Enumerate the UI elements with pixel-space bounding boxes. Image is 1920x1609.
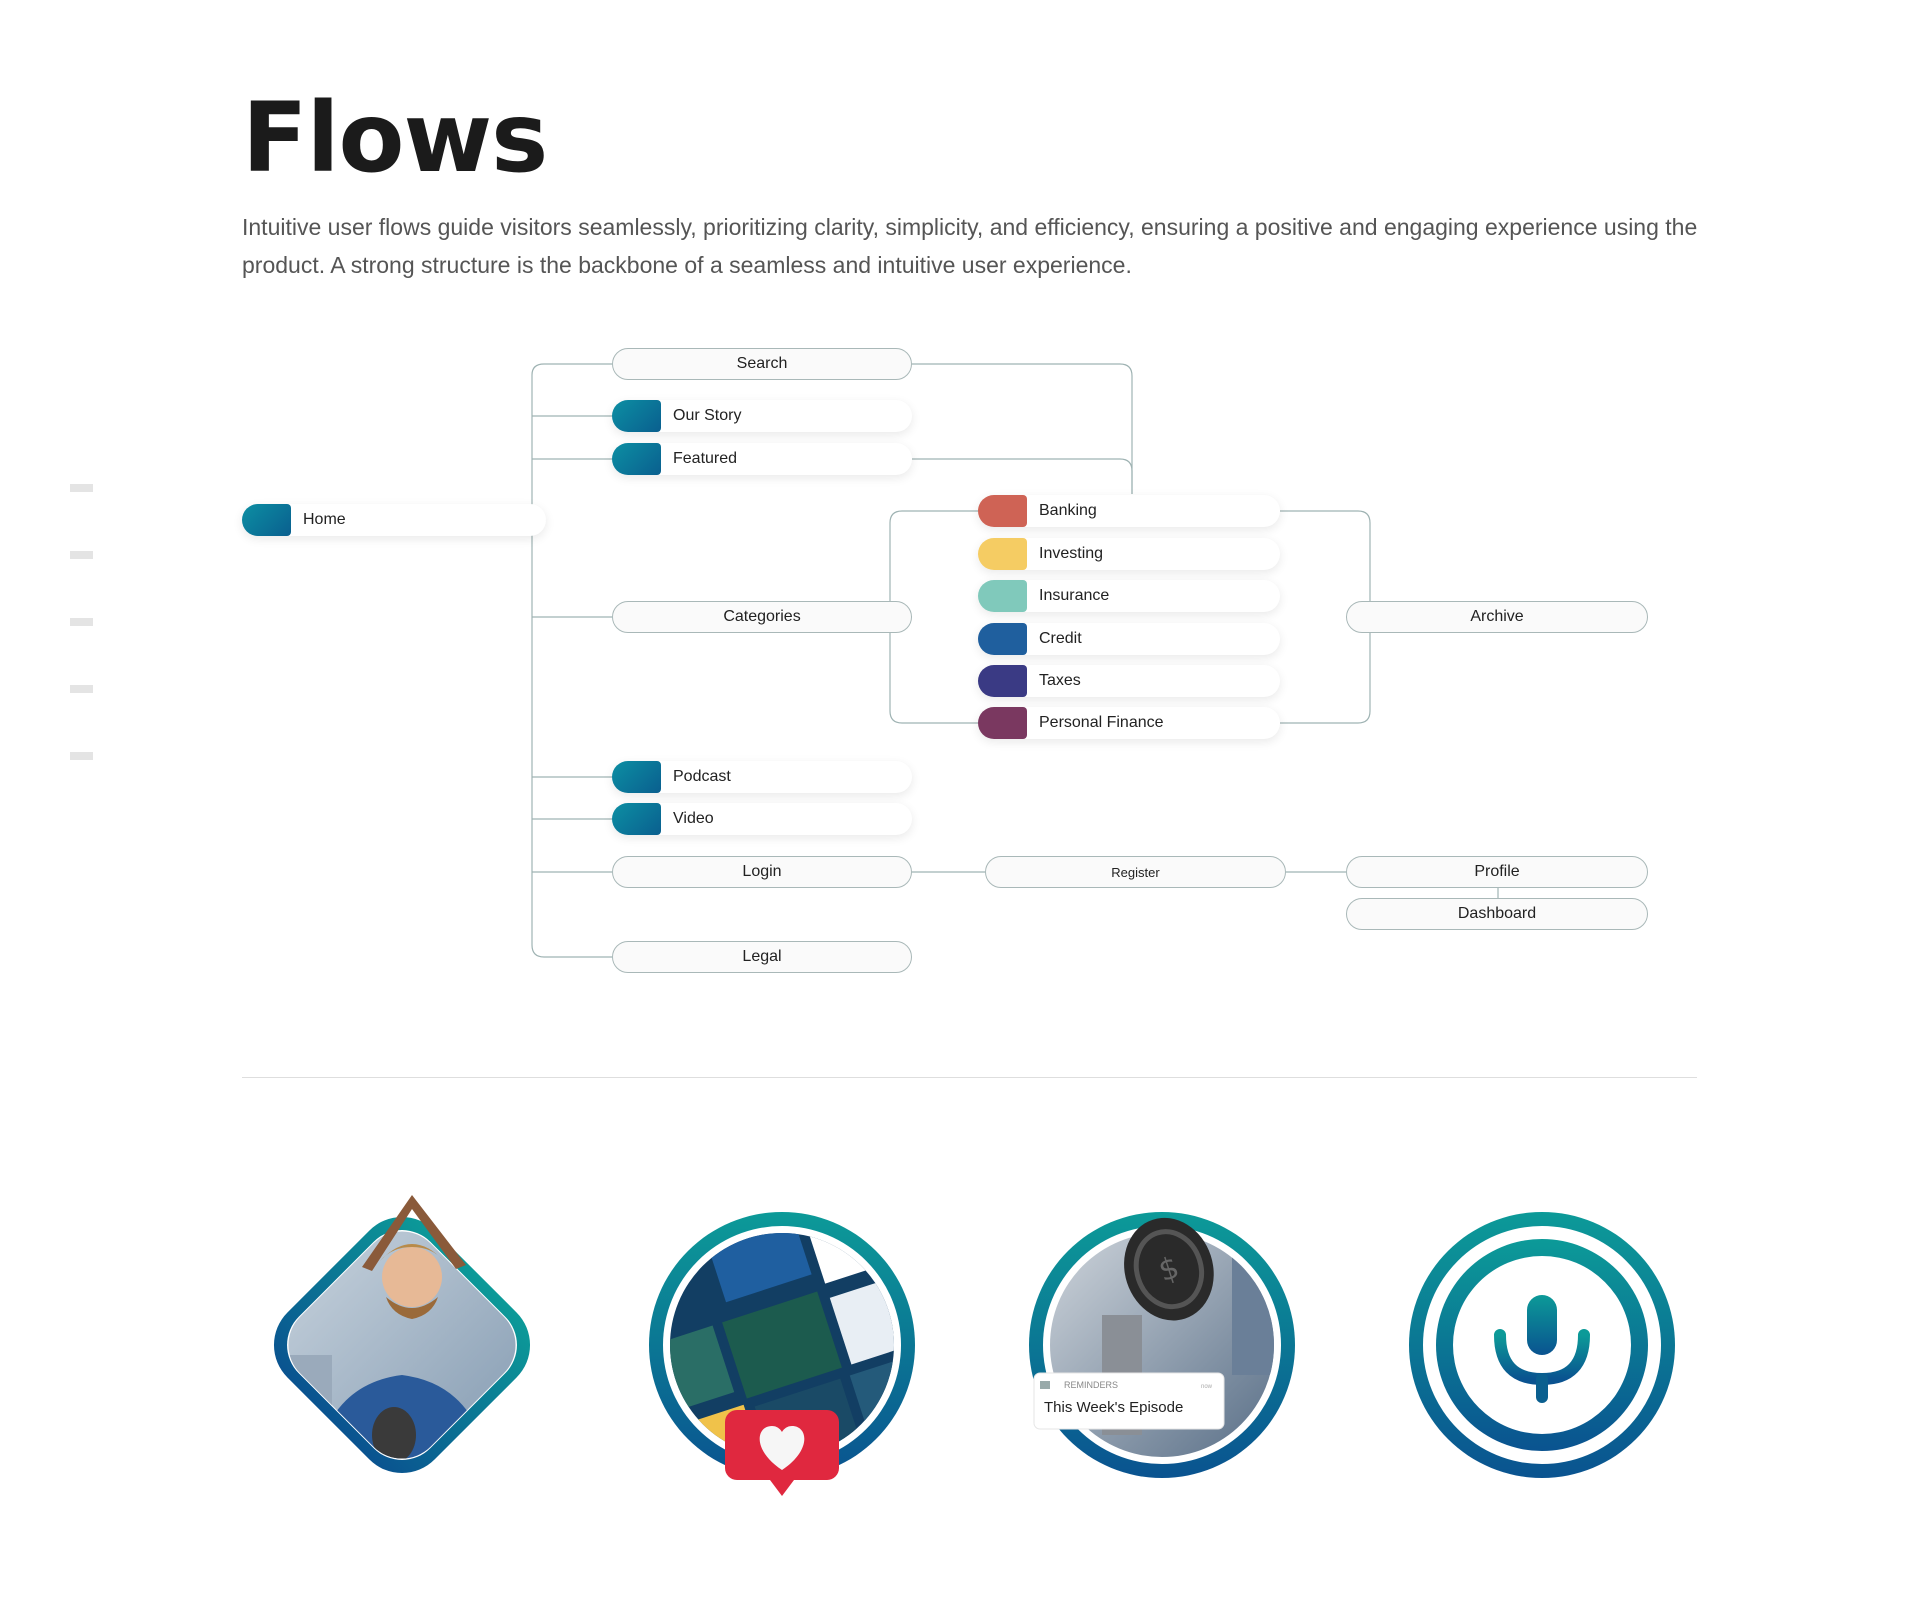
section-divider xyxy=(242,1077,1697,1078)
podcast-swatch xyxy=(612,761,661,793)
category-label: Insurance xyxy=(1039,587,1110,604)
video-swatch xyxy=(612,803,661,835)
category-swatch xyxy=(978,538,1027,570)
reminder-text: This Week's Episode xyxy=(1044,1399,1183,1416)
node-categories[interactable]: Categories xyxy=(612,601,912,633)
node-podcast[interactable]: Podcast xyxy=(612,761,912,793)
reminder-label: REMINDERS xyxy=(1064,1380,1118,1390)
side-scroll-indicators[interactable] xyxy=(70,484,93,819)
category-item[interactable]: Investing xyxy=(978,538,1280,570)
reminder-time: now xyxy=(1201,1384,1213,1390)
our-story-swatch xyxy=(612,400,661,432)
category-item[interactable]: Credit xyxy=(978,623,1280,655)
node-our-story[interactable]: Our Story xyxy=(612,400,912,432)
node-video[interactable]: Video xyxy=(612,803,912,835)
scroll-indicator[interactable] xyxy=(70,685,93,693)
category-label: Personal Finance xyxy=(1039,714,1164,731)
category-label: Banking xyxy=(1039,502,1097,519)
category-item[interactable]: Banking xyxy=(978,495,1280,527)
page-description: Intuitive user flows guide visitors seam… xyxy=(242,214,1698,278)
reminder-card: REMINDERS now This Week's Episode xyxy=(1033,1372,1225,1430)
node-legal[interactable]: Legal xyxy=(612,941,912,973)
featured-link xyxy=(912,458,1133,494)
node-search[interactable]: Search xyxy=(612,348,912,380)
node-dashboard[interactable]: Dashboard xyxy=(1346,898,1648,930)
category-label: Investing xyxy=(1039,545,1104,562)
heart-like-badge xyxy=(725,1410,839,1496)
node-label: Podcast xyxy=(673,768,731,785)
category-label: Credit xyxy=(1039,630,1082,647)
page-title: Flows xyxy=(242,82,548,194)
scroll-indicator[interactable] xyxy=(70,752,93,760)
trunk-line xyxy=(531,375,612,958)
category-item[interactable]: Insurance xyxy=(978,580,1280,612)
microphone-circle-icon xyxy=(1409,1212,1675,1478)
featured-swatch xyxy=(612,443,661,475)
node-featured[interactable]: Featured xyxy=(612,443,912,475)
node-label: Our Story xyxy=(673,407,742,424)
category-swatch xyxy=(978,580,1027,612)
branch-search xyxy=(531,363,612,376)
scroll-indicator[interactable] xyxy=(70,551,93,559)
node-archive[interactable]: Archive xyxy=(1346,601,1648,633)
person-under-book-diamond-icon xyxy=(271,1195,533,1476)
scroll-indicator[interactable] xyxy=(70,484,93,492)
node-profile[interactable]: Profile xyxy=(1346,856,1648,888)
node-login[interactable]: Login xyxy=(612,856,912,888)
search-link xyxy=(912,363,1133,494)
category-swatch xyxy=(978,495,1027,527)
node-home[interactable]: Home xyxy=(242,504,546,536)
node-register[interactable]: Register xyxy=(985,856,1286,888)
category-label: Taxes xyxy=(1039,672,1081,689)
node-label: Video xyxy=(673,810,714,827)
category-swatch xyxy=(978,665,1027,697)
articles-heart-circle-icon xyxy=(649,1212,915,1496)
scroll-indicator[interactable] xyxy=(70,618,93,626)
microphone-reminder-circle-icon: $ xyxy=(1029,1212,1295,1478)
category-swatch xyxy=(978,623,1027,655)
category-item[interactable]: Personal Finance xyxy=(978,707,1280,739)
category-swatch xyxy=(978,707,1027,739)
category-item[interactable]: Taxes xyxy=(978,665,1280,697)
node-label: Featured xyxy=(673,450,738,467)
node-label: Home xyxy=(303,511,346,528)
home-swatch xyxy=(242,504,291,536)
